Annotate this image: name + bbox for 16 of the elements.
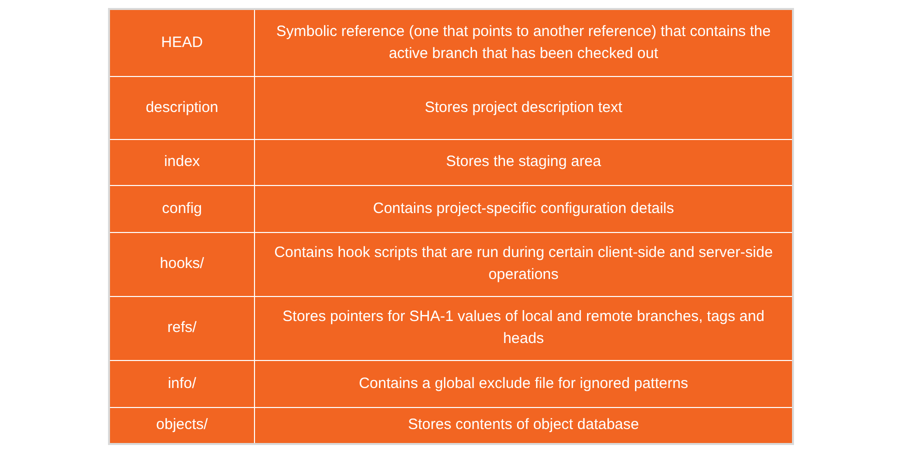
entry-name-cell: config [109,185,254,232]
entry-name-cell: info/ [109,360,254,407]
entry-name-cell: index [109,139,254,185]
entry-description-cell: Contains hook scripts that are run during certain client-side and server-side operations [254,232,793,296]
entry-description-cell: Stores project description text [254,76,793,139]
entry-name-cell: hooks/ [109,232,254,296]
entry-description-cell: Stores pointers for SHA-1 values of local and remote branches, tags and heads [254,296,793,360]
entry-description-cell: Stores the staging area [254,139,793,185]
entry-description-cell: Contains a global exclude file for ignored patterns [254,360,793,407]
entry-name-cell: objects/ [109,407,254,444]
entry-name-cell: refs/ [109,296,254,360]
entry-name-cell: HEAD [109,9,254,76]
entry-description-cell: Stores contents of object database [254,407,793,444]
entry-name-cell: description [109,76,254,139]
entry-description-cell: Contains project-specific configuration details [254,185,793,232]
entry-description-cell: Symbolic reference (one that points to another reference) that contains the active branch that has been checked out [254,9,793,76]
